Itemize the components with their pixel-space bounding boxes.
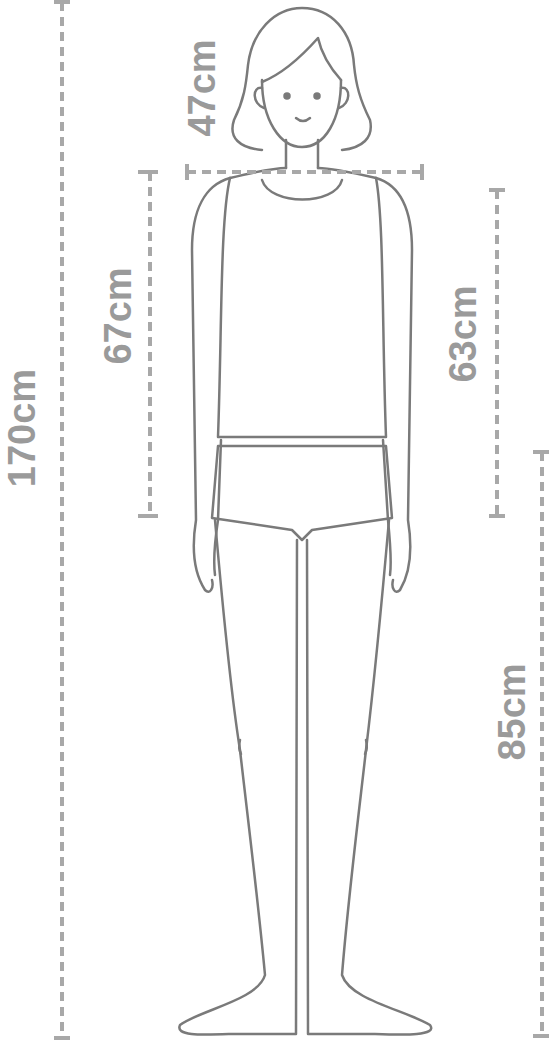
dimension-label-holder: 170cm: [3, 369, 41, 487]
dimension-label: 67cm: [99, 267, 137, 364]
dimension-label-holder: 85cm: [493, 663, 531, 760]
dimension-lines: [54, 2, 549, 1038]
dimension-label: 47cm: [183, 39, 221, 136]
dimension-label-holder: 63cm: [444, 285, 482, 382]
dimension-label-holder: 47cm: [183, 39, 221, 136]
dimension-label: 170cm: [3, 369, 41, 487]
figure-outline: [179, 8, 431, 1035]
dimension-label-holder: 67cm: [99, 267, 137, 364]
dimension-label: 63cm: [444, 285, 482, 382]
dimension-label: 85cm: [493, 663, 531, 760]
